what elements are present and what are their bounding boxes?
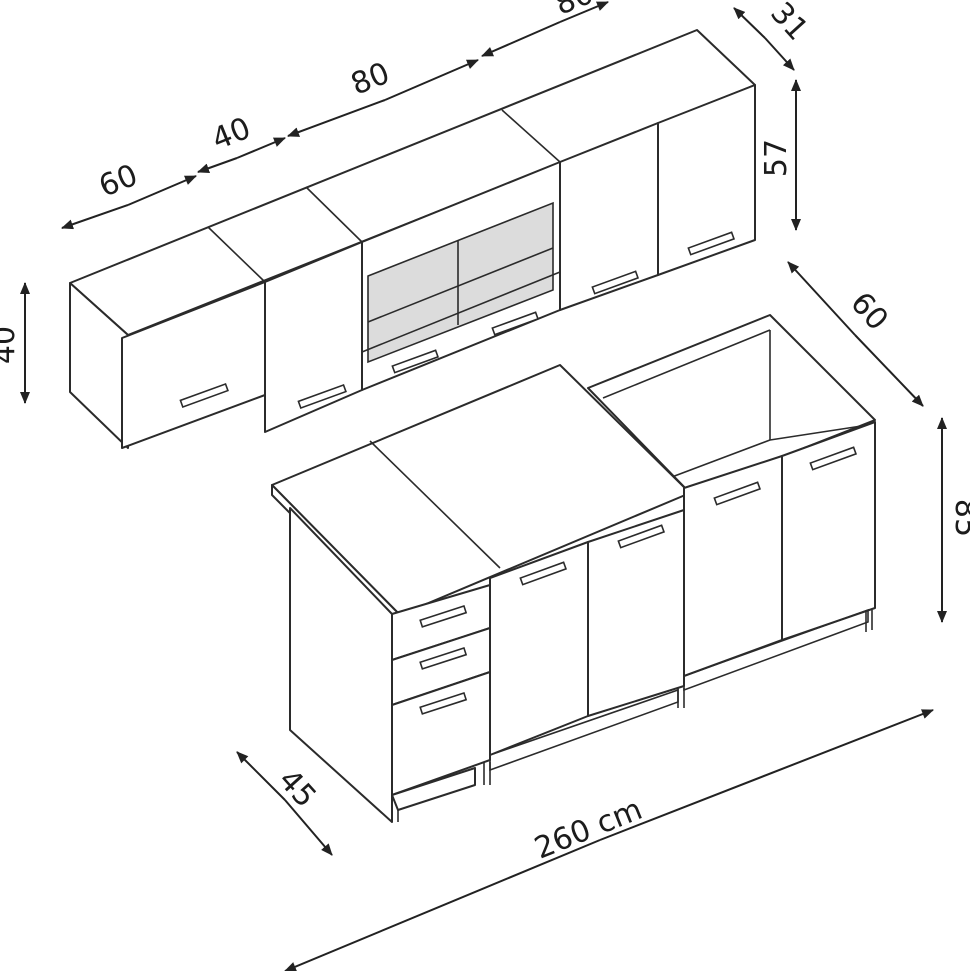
label-260-cm: 260 cm [530, 792, 647, 867]
dim-45-arrow-b [284, 799, 333, 856]
label-60-upper: 60 [94, 158, 143, 205]
label-40-upper: 40 [207, 111, 256, 158]
upper-cabinet-1-handle [179, 382, 229, 408]
upper-cabinet-4-door-right [657, 84, 756, 276]
label-57: 57 [759, 139, 794, 177]
base-right-door-left [683, 455, 783, 677]
upper-cabinet-3-glass [367, 201, 554, 364]
dim-60-base-arrow-b [854, 334, 924, 407]
upper-cabinet-4-handle-right [687, 231, 736, 256]
dim-80-upper-arrow-a [287, 99, 386, 137]
upper-cabinets [69, 29, 756, 449]
base-right-door-right-handle [809, 446, 858, 471]
dim-260-arrow-b [599, 709, 934, 841]
dim-40-upper-arrow-b [236, 137, 286, 159]
dim-31-arrow-a [733, 7, 766, 39]
label-85: 85 [948, 499, 970, 537]
upper-cabinet-4-handle-left [591, 270, 640, 295]
base-carcass-top [587, 314, 876, 494]
label-40-left: 40 [0, 326, 22, 364]
base-right-plinth [683, 608, 869, 692]
upper-left-side-panel [69, 282, 129, 449]
drawer-middle-handle [419, 647, 468, 670]
base-cabinets [271, 314, 876, 823]
island-left-side [289, 507, 393, 823]
base-middle-door-right-handle [617, 524, 666, 549]
drawer-plinth [391, 767, 476, 811]
base-right-door-left-handle [713, 481, 762, 506]
upper-cabinet-3-handle-left [391, 349, 440, 374]
base-middle-door-left-handle [519, 561, 568, 586]
dim-60-upper-arrow-b [127, 175, 197, 206]
label-80-upper-2: 80 [550, 0, 599, 23]
dim-80-upper2-arrow-a [481, 21, 561, 57]
upper-cabinet-3-handle-right [491, 311, 540, 336]
upper-cabinet-2-handle [297, 383, 347, 409]
label-80-upper: 80 [346, 56, 395, 103]
dim-31-arrow-b [764, 37, 795, 71]
drawer-top-handle [419, 605, 468, 628]
dim-260-arrow-a [284, 839, 601, 971]
dim-45-arrow-a [236, 751, 286, 801]
label-45: 45 [271, 763, 323, 815]
base-right-door-right [781, 421, 876, 641]
label-31: 31 [763, 0, 815, 48]
dim-60-upper-arrow-a [61, 204, 129, 230]
dim-80-upper2-arrow-b [559, 1, 609, 23]
dimension-arrows [20, 1, 947, 971]
dim-60-base-arrow-a [787, 261, 856, 336]
dim-80-upper-arrow-b [384, 59, 479, 101]
drawer-bottom-handle [419, 692, 468, 715]
dim-40-upper-arrow-a [197, 157, 238, 173]
